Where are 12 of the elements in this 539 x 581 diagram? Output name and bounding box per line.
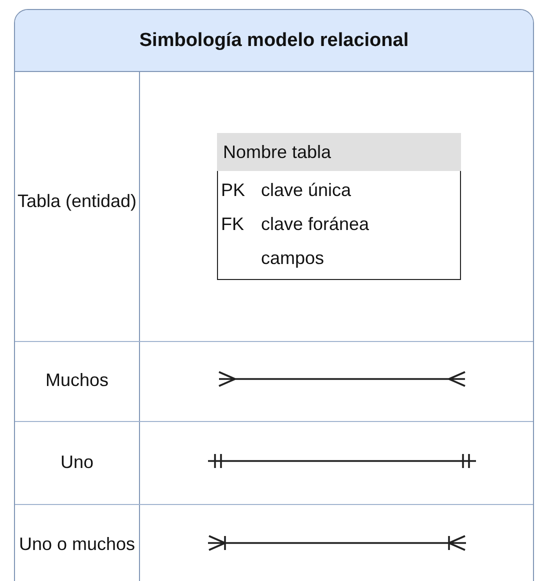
row-label: Muchos <box>44 369 110 391</box>
key-label: FK <box>220 214 246 234</box>
field-name: campos <box>261 248 324 268</box>
table-name: Nombre tabla <box>223 142 332 162</box>
row-label: Tabla (entidad) <box>16 190 138 212</box>
field-name: clave foránea <box>261 214 370 234</box>
row-label: Uno o muchos <box>18 533 136 555</box>
entity-table <box>217 133 461 280</box>
row-label: Uno <box>59 451 95 473</box>
title: Simbología modelo relacional <box>139 30 409 52</box>
field-name: clave única <box>261 180 352 200</box>
key-label: PK <box>220 180 246 200</box>
